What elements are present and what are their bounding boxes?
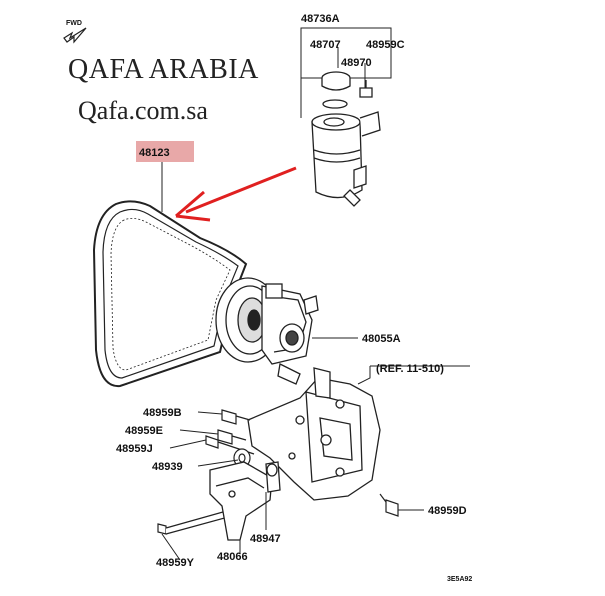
- label-48959E: 48959E: [125, 425, 163, 437]
- label-48055A: 48055A: [362, 333, 401, 345]
- brand-url: Qafa.com.sa: [78, 96, 208, 125]
- label-48707: 48707: [310, 39, 341, 51]
- label-48959D: 48959D: [428, 505, 467, 517]
- fwd-marker: FWD: [63, 20, 87, 44]
- pump-assembly: [215, 277, 319, 385]
- label-48066: 48066: [217, 551, 248, 563]
- label-48959C: 48959C: [366, 39, 405, 51]
- belt-label-highlight: [136, 141, 194, 162]
- label-48947: 48947: [250, 533, 281, 545]
- pointer-arrow-head-icon: [175, 190, 211, 222]
- leader-lines: [161, 411, 424, 561]
- bolt-b: [221, 409, 237, 425]
- label-48939: 48939: [152, 461, 183, 473]
- label-48959Y: 48959Y: [156, 557, 195, 569]
- cap-seal: [322, 99, 348, 109]
- bolt-j: [205, 435, 219, 449]
- label-48959B: 48959B: [143, 407, 182, 419]
- bolt-d: [385, 499, 399, 517]
- lower-bracket-body: [209, 461, 273, 541]
- label-48736A: 48736A: [301, 13, 340, 25]
- fwd-arrow-icon: [63, 27, 87, 44]
- label-48970: 48970: [341, 57, 372, 69]
- label-48123: 48123: [139, 147, 170, 159]
- reservoir-bolt: [359, 87, 373, 98]
- reservoir-assembly: [300, 27, 392, 207]
- fwd-label: FWD: [66, 20, 82, 27]
- bolt-e: [217, 429, 233, 445]
- mounting-bracket: [247, 367, 381, 501]
- brand-title: QAFA ARABIA: [68, 54, 259, 85]
- reference-note: (REF. 11-510): [376, 363, 444, 375]
- lower-bracket: [209, 461, 281, 541]
- pointer-arrow: [185, 166, 297, 214]
- label-48959J: 48959J: [116, 443, 153, 455]
- bolt-y: [157, 523, 167, 535]
- diagram-code: 3E5A92: [447, 576, 472, 583]
- ref-leader-line: [357, 366, 371, 385]
- bolts: [157, 409, 399, 535]
- reservoir-bracket-frame: [300, 27, 392, 79]
